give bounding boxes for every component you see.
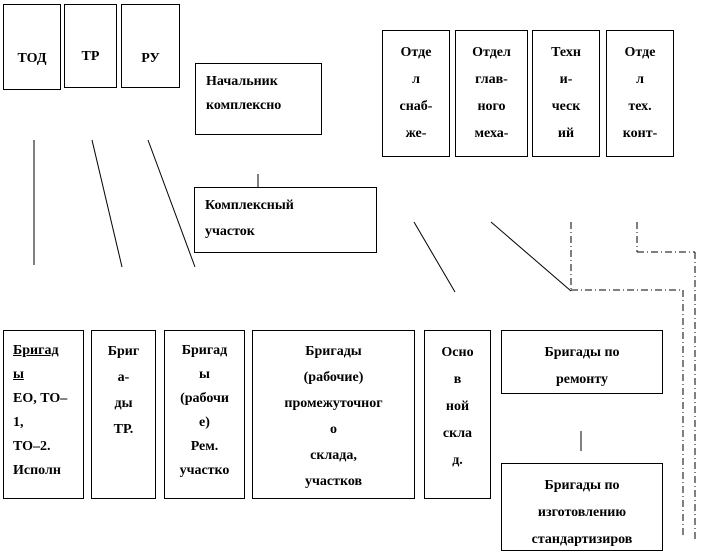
dept-tech-control-box: Отде л тех. конт-	[606, 30, 674, 157]
dept-tech-line-1: Техн	[551, 45, 581, 60]
dept-tech-line-2: и-	[559, 72, 573, 87]
brigade-intermediate-line-5: склада,	[310, 448, 357, 463]
brigade-main-store-line-3: ной	[445, 399, 470, 414]
brigade-intermediate-line-2: (рабочие)	[303, 370, 364, 385]
dept-supply-line-4: же-	[405, 126, 427, 141]
brigade-intermediate-line-6: участков	[304, 474, 363, 489]
dept-supply-box: Отде л снаб- же-	[382, 30, 450, 157]
brigade-rem-line-5: Рем.	[190, 439, 219, 454]
brigade-main-store-box: Осно в ной скла д.	[424, 330, 491, 499]
brigade-rem-line-6: участко	[179, 463, 230, 478]
connector-repair	[490, 221, 572, 292]
dept-tech-line-4: ий	[557, 126, 575, 141]
brigade-intermediate-line-3: промежуточног	[284, 396, 383, 411]
brigade-eo-line-6: Исполн	[13, 463, 61, 478]
brigade-rem-line-1: Бригад	[181, 343, 228, 358]
brigade-main-store-line-4: скла	[442, 426, 473, 441]
brigade-tr-line-3: ды	[114, 396, 133, 411]
dept-chief-mech-line-2: глав-	[475, 72, 508, 87]
brigade-eo-line-5: ТО–2.	[13, 439, 51, 454]
brigade-repair-line-1: Бригады по	[544, 345, 620, 360]
brigade-eo-line-4: 1,	[13, 415, 24, 430]
brigade-rem-line-2: ы	[199, 367, 210, 382]
brigade-repair-box: Бригады по ремонту	[501, 330, 663, 394]
brigade-tr-box: Бриг а- ды ТР.	[91, 330, 156, 499]
complex-section-box: Комплексный участок	[194, 187, 377, 253]
complex-section-line-1: Комплексный	[205, 198, 294, 213]
brigade-standard-line-3: стандартизиров	[531, 532, 633, 547]
brigade-rem-line-4: е)	[199, 415, 210, 430]
brigade-eo-line-1: Бригад	[13, 343, 59, 358]
brigade-repair-line-2: ремонту	[555, 372, 609, 387]
brigade-eo-line-3: ЕО, ТО–	[13, 391, 68, 406]
brigade-main-store-line-2: в	[453, 372, 462, 387]
dept-supply-line-3: снаб-	[399, 99, 433, 114]
tr-label: ТР	[81, 49, 100, 64]
dept-tech-control-line-2: л	[636, 72, 644, 87]
head-line-1: Начальник	[206, 74, 278, 89]
brigade-eo-line-2: ы	[13, 367, 24, 382]
dept-tech-control-line-4: конт-	[622, 126, 658, 141]
brigade-intermediate-line-4: о	[330, 422, 337, 437]
dept-tech-line-3: ческ	[551, 99, 581, 114]
brigade-tr-line-2: а-	[117, 370, 130, 385]
complex-section-line-2: участок	[205, 224, 255, 239]
brigade-standard-box: Бригады по изготовлению стандартизиров	[501, 463, 663, 551]
connector-main-store	[413, 221, 456, 293]
dept-chief-mech-line-1: Отдел	[472, 45, 511, 60]
connector-ru	[147, 139, 196, 268]
tod-label: ТОД	[17, 51, 47, 66]
brigade-intermediate-line-1: Бригады	[305, 344, 362, 359]
brigade-standard-line-2: изготовлению	[537, 505, 627, 520]
ru-box: РУ	[121, 4, 180, 88]
dept-chief-mech-line-4: меха-	[474, 126, 509, 141]
ru-label: РУ	[141, 51, 160, 66]
tr-box: ТР	[64, 4, 117, 88]
tod-box: ТОД	[3, 4, 61, 90]
connector-tr	[91, 139, 123, 268]
brigade-main-store-line-5: д.	[452, 453, 463, 468]
dept-tech-box: Техн и- ческ ий	[532, 30, 600, 157]
head-line-2: комплексно	[206, 98, 282, 113]
brigade-standard-line-1: Бригады по	[544, 478, 620, 493]
dept-tech-control-line-1: Отде	[624, 45, 656, 60]
brigade-intermediate-box: Бригады (рабочие) промежуточног о склада…	[252, 330, 415, 499]
brigade-tr-line-4: ТР.	[113, 422, 134, 437]
brigade-rem-box: Бригад ы (рабочи е) Рем. участко	[164, 330, 245, 499]
brigade-main-store-line-1: Осно	[441, 345, 474, 360]
dept-chief-mech-line-3: ного	[477, 99, 506, 114]
brigade-eo-box: Бригад ы ЕО, ТО– 1, ТО–2. Исполн	[3, 330, 84, 499]
dept-chief-mech-box: Отдел глав- ного меха-	[455, 30, 528, 157]
head-box: Начальник комплексно	[195, 63, 322, 135]
dept-supply-line-2: л	[412, 72, 420, 87]
dept-tech-control-line-3: тех.	[628, 99, 652, 114]
brigade-tr-line-1: Бриг	[107, 344, 140, 359]
dept-supply-line-1: Отде	[400, 45, 432, 60]
brigade-rem-line-3: (рабочи	[180, 391, 229, 406]
